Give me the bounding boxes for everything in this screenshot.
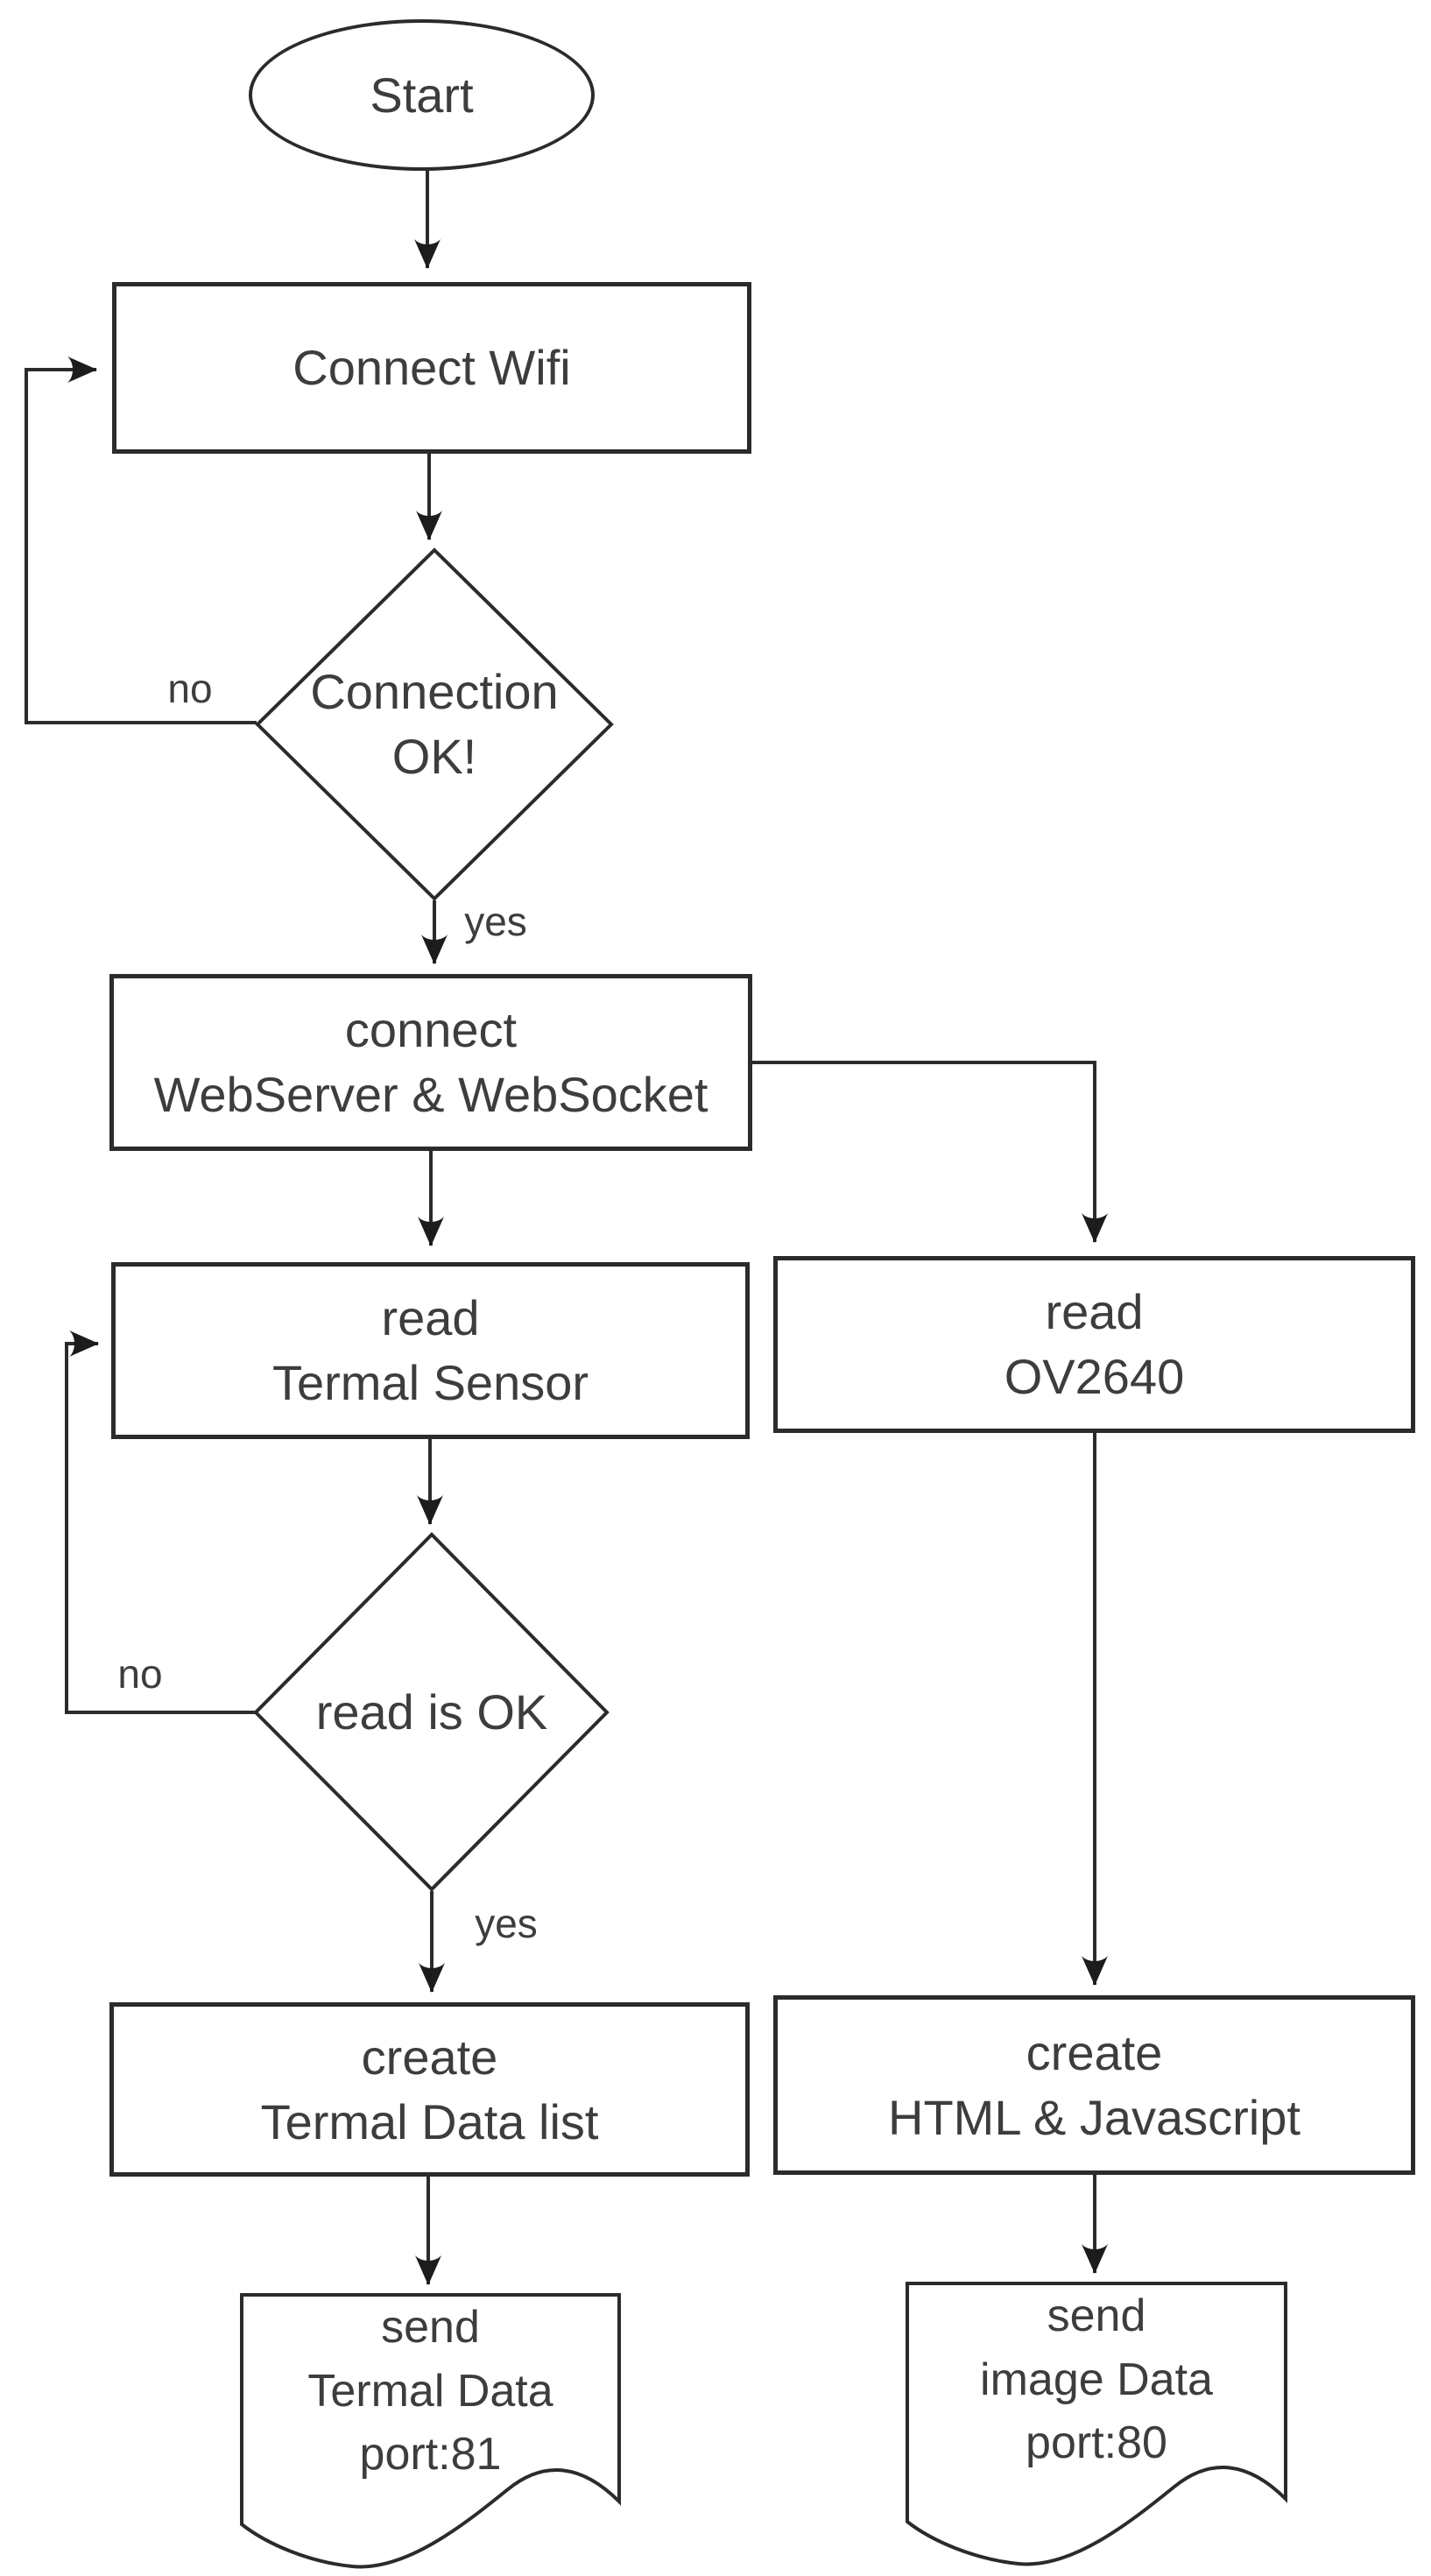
document-send-image-data-shape: [906, 2282, 1287, 2566]
node-read-ov2640: read OV2640: [773, 1256, 1415, 1433]
decision-read-is-ok-shape: [253, 1532, 610, 1892]
node-start: Start: [249, 19, 595, 171]
node-create-html-javascript: create HTML & Javascript: [773, 1995, 1415, 2175]
node-create-termal-data-list-label: create Termal Data list: [260, 2029, 599, 2149]
edge-connection-ok-no-loop: [25, 356, 257, 724]
node-read-termal-sensor: read Termal Sensor: [111, 1262, 750, 1439]
node-connect-wifi: Connect Wifi: [112, 282, 751, 454]
node-read-ov2640-label: read OV2640: [1004, 1284, 1185, 1404]
node-start-label: Start: [370, 67, 474, 123]
node-create-termal-data-list: create Termal Data list: [109, 2002, 750, 2177]
edge-read-is-ok-no-loop: [65, 1330, 256, 1714]
node-connect-webserver-websocket-label: connect WebServer & WebSocket: [153, 1002, 708, 1122]
edge-label-read-is-ok-yes: yes: [475, 1901, 538, 1946]
edge-label-connection-ok-no: no: [167, 666, 213, 711]
node-connect-wifi-label: Connect Wifi: [293, 340, 571, 396]
decision-connection-ok-shape: [255, 547, 614, 901]
document-send-termal-data-shape: [240, 2293, 621, 2569]
edge-label-read-is-ok-no: no: [117, 1651, 163, 1697]
edge-label-connection-ok-yes: yes: [464, 899, 527, 944]
edge-webserver-to-read-ov2640: [752, 1061, 1108, 1243]
node-read-termal-sensor-label: read Termal Sensor: [271, 1290, 589, 1410]
node-create-html-javascript-label: create HTML & Javascript: [888, 2024, 1301, 2145]
node-connect-webserver-websocket: connect WebServer & WebSocket: [109, 974, 752, 1151]
